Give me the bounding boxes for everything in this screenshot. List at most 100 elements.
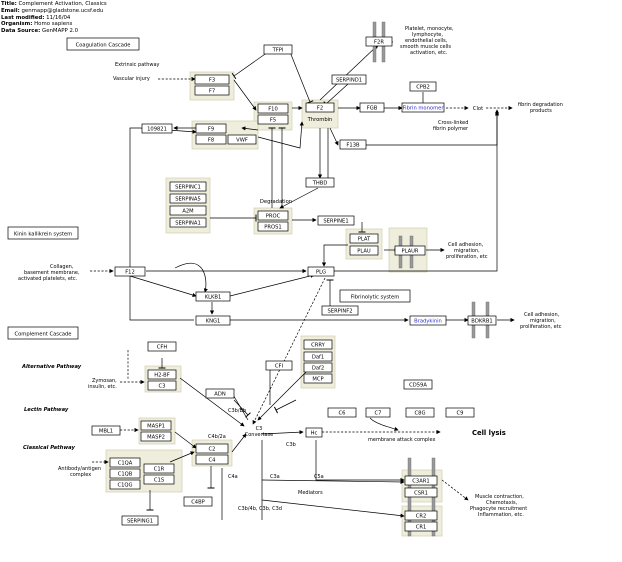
svg-text:Bradykinin: Bradykinin [414, 319, 442, 325]
gene-daf1[interactable]: Daf1 [303, 351, 333, 362]
collagen-line-1: basement membrane, [24, 270, 80, 276]
gene-serpinf2[interactable]: SERPINF2 [321, 305, 359, 316]
gene-f8[interactable]: F8 [195, 134, 227, 145]
svg-text:C6: C6 [339, 411, 346, 417]
crosslinked-line-1: fibrin polymer [433, 126, 469, 132]
gene-kng1[interactable]: KNG1 [195, 315, 231, 326]
svg-text:Hc: Hc [311, 431, 318, 437]
gene-tfpi[interactable]: TFPI [263, 44, 293, 55]
gene-c4[interactable]: C4 [195, 454, 229, 465]
gene-c9[interactable]: C9 [445, 407, 475, 418]
thrombin-label: Thrombin [307, 117, 333, 123]
gene-serpine1[interactable]: SERPINE1 [317, 215, 355, 226]
svg-text:SERPINF2: SERPINF2 [328, 309, 353, 315]
extrinsic-label: Extrinsic pathway [115, 62, 160, 68]
gene-f2r[interactable]: F2R [365, 36, 393, 47]
gene-adn[interactable]: ADN [205, 388, 235, 399]
gene-f7[interactable]: F7 [194, 85, 230, 96]
gene-c3[interactable]: C3 [147, 380, 177, 391]
svg-text:C1QB: C1QB [118, 472, 133, 478]
gene-klkb1[interactable]: KLKB1 [195, 291, 231, 302]
gene-thbd[interactable]: THBD [305, 177, 335, 188]
svg-text:KLKB1: KLKB1 [205, 295, 222, 301]
platelet-line-1: lymphocyte, [412, 32, 443, 38]
gene-bdkrb1[interactable]: BDKRB1 [467, 315, 497, 326]
gene-bradykinin[interactable]: Bradykinin [409, 315, 447, 326]
gene-c8g[interactable]: C8G [405, 407, 435, 418]
gene-c3ar1[interactable]: C3AR1 [404, 475, 438, 486]
pathway-classical: Classical Pathway [23, 445, 75, 451]
gene-a2m[interactable]: A2M [169, 205, 207, 216]
svg-text:C7: C7 [375, 411, 382, 417]
gene-c1s[interactable]: C1S [143, 474, 175, 485]
gene-c1qg[interactable]: C1QG [109, 479, 141, 490]
gene-f12[interactable]: F12 [114, 266, 146, 277]
svg-text:MASP2: MASP2 [147, 435, 165, 441]
gene-mcp[interactable]: MCP [303, 373, 333, 384]
gene-serpind1[interactable]: SERPIND1 [331, 74, 367, 85]
gene-serpina5[interactable]: SERPINA5 [169, 193, 207, 204]
gene-f9[interactable]: F9 [195, 123, 227, 134]
convertase-line-0: C3 [256, 426, 263, 432]
gene-f10[interactable]: F10 [257, 103, 289, 114]
gene-cd59a[interactable]: CD59A [403, 379, 433, 390]
gene-serping1[interactable]: SERPING1 [121, 515, 159, 526]
collagen-line-2: activated platelets, etc. [18, 276, 78, 282]
svg-text:F9: F9 [208, 127, 214, 133]
gene-proc[interactable]: PROC [257, 210, 289, 221]
svg-text:PROC: PROC [266, 214, 281, 220]
svg-text:109821: 109821 [147, 127, 167, 133]
gene-cfh[interactable]: CFH [147, 341, 177, 352]
gene-fgb[interactable]: FGB [359, 102, 385, 113]
gene-csr1[interactable]: CSR1 [404, 487, 438, 498]
gene-c6[interactable]: C6 [327, 407, 357, 418]
gene-serpina1[interactable]: SERPINA1 [169, 217, 207, 228]
platelet-line-3: smooth muscle cells [400, 44, 451, 50]
gene-h2bf[interactable]: H2-BF [147, 369, 177, 380]
svg-text:PROS1: PROS1 [264, 225, 281, 231]
header-info: Title: Complement Activation, Classics E… [1, 1, 107, 35]
gene-mbl1[interactable]: MBL1 [91, 425, 121, 436]
gene-109821[interactable]: 109821 [141, 123, 173, 134]
svg-text:C4BP: C4BP [191, 500, 205, 506]
gene-c4bp[interactable]: C4BP [183, 496, 213, 507]
receptor-glyphs [372, 21, 490, 537]
gene-c7[interactable]: C7 [365, 407, 391, 418]
gene-cr1[interactable]: CR1 [404, 521, 438, 532]
pathway-alternative: Alternative Pathway [21, 364, 82, 370]
gene-plaur[interactable]: PLAUR [394, 245, 426, 256]
gene-masp2[interactable]: MASP2 [140, 431, 172, 442]
svg-text:CRRY: CRRY [311, 343, 325, 349]
gene-f3[interactable]: F3 [194, 74, 230, 85]
c3b-label: C3b [286, 442, 296, 448]
gene-cfi[interactable]: CFI [265, 360, 293, 371]
svg-text:CR2: CR2 [416, 514, 427, 520]
gene-cr2[interactable]: CR2 [404, 510, 438, 521]
gene-plau[interactable]: PLAU [349, 245, 379, 256]
gene-plat[interactable]: PLAT [349, 233, 379, 244]
svg-text:C1R: C1R [154, 467, 165, 473]
gene-c1qa[interactable]: C1QA [109, 457, 141, 468]
gene-crry[interactable]: CRRY [303, 339, 333, 350]
svg-text:SERPINA5: SERPINA5 [175, 197, 201, 203]
gene-masp1[interactable]: MASP1 [140, 420, 172, 431]
svg-text:BDKRB1: BDKRB1 [471, 319, 492, 325]
svg-text:Fibrin monomer: Fibrin monomer [403, 106, 445, 112]
email-value[interactable]: genmapp@gladstone.ucsf.edu [21, 7, 104, 14]
gene-f2[interactable]: F2 [305, 102, 335, 113]
gene-c1r[interactable]: C1R [143, 463, 175, 474]
gene-vwf[interactable]: VWF [227, 134, 257, 145]
gene-c1qb[interactable]: C1QB [109, 468, 141, 479]
gene-pros1[interactable]: PROS1 [257, 221, 289, 232]
gene-f13b[interactable]: F13B [339, 139, 367, 150]
gene-hc[interactable]: Hc [305, 427, 323, 438]
svg-text:MCP: MCP [312, 377, 323, 383]
gene-daf2[interactable]: Daf2 [303, 362, 333, 373]
convertase-line-1: Convertase [245, 432, 274, 438]
gene-plg[interactable]: PLG [307, 266, 335, 277]
gene-f5[interactable]: F5 [257, 114, 289, 125]
gene-c2[interactable]: C2 [195, 443, 229, 454]
gene-cpb2[interactable]: CPB2 [409, 81, 437, 92]
gene-serpinc1[interactable]: SERPINC1 [169, 181, 207, 192]
gene-fibrin-monomer[interactable]: Fibrin monomer [401, 102, 445, 113]
